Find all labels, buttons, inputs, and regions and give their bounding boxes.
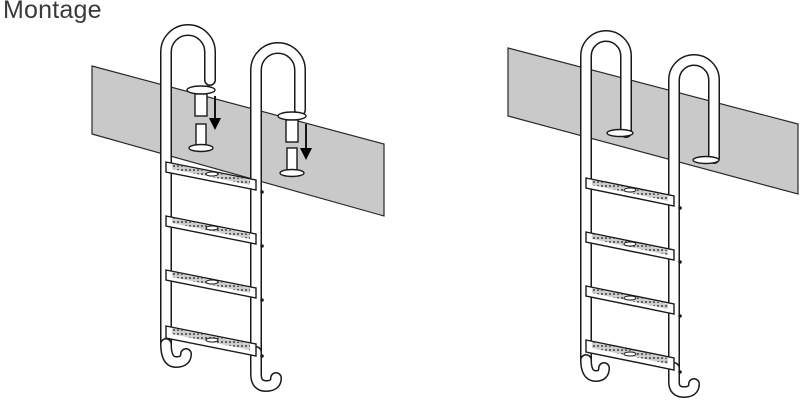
ladder-tread [585,231,675,261]
left-anchor-flange [606,128,634,138]
ladder-tread [165,215,257,245]
rail-bolts [678,206,682,374]
right-anchor-flange [692,155,720,165]
left-anchor-sleeve [186,85,216,153]
down-arrow-icon [209,96,221,130]
pool-deck-panel [507,47,799,195]
ladder-tread [165,325,257,357]
ladder-tread [165,161,257,191]
right-handrail [250,42,306,393]
down-arrow-icon [300,124,312,160]
install-step-diagram [91,24,385,393]
ladder-tread [585,285,675,315]
left-handrail [160,24,216,369]
left-handrail [580,30,632,383]
right-handrail [668,54,720,399]
ladder-tread [165,269,257,299]
pool-deck-panel [91,65,385,217]
page-title: Montage [3,0,102,24]
right-anchor-sleeve [277,111,307,178]
rail-bolts [260,190,264,358]
ladder-tread [585,177,675,207]
installed-result-diagram [507,30,799,399]
ladder-tread [585,339,675,371]
